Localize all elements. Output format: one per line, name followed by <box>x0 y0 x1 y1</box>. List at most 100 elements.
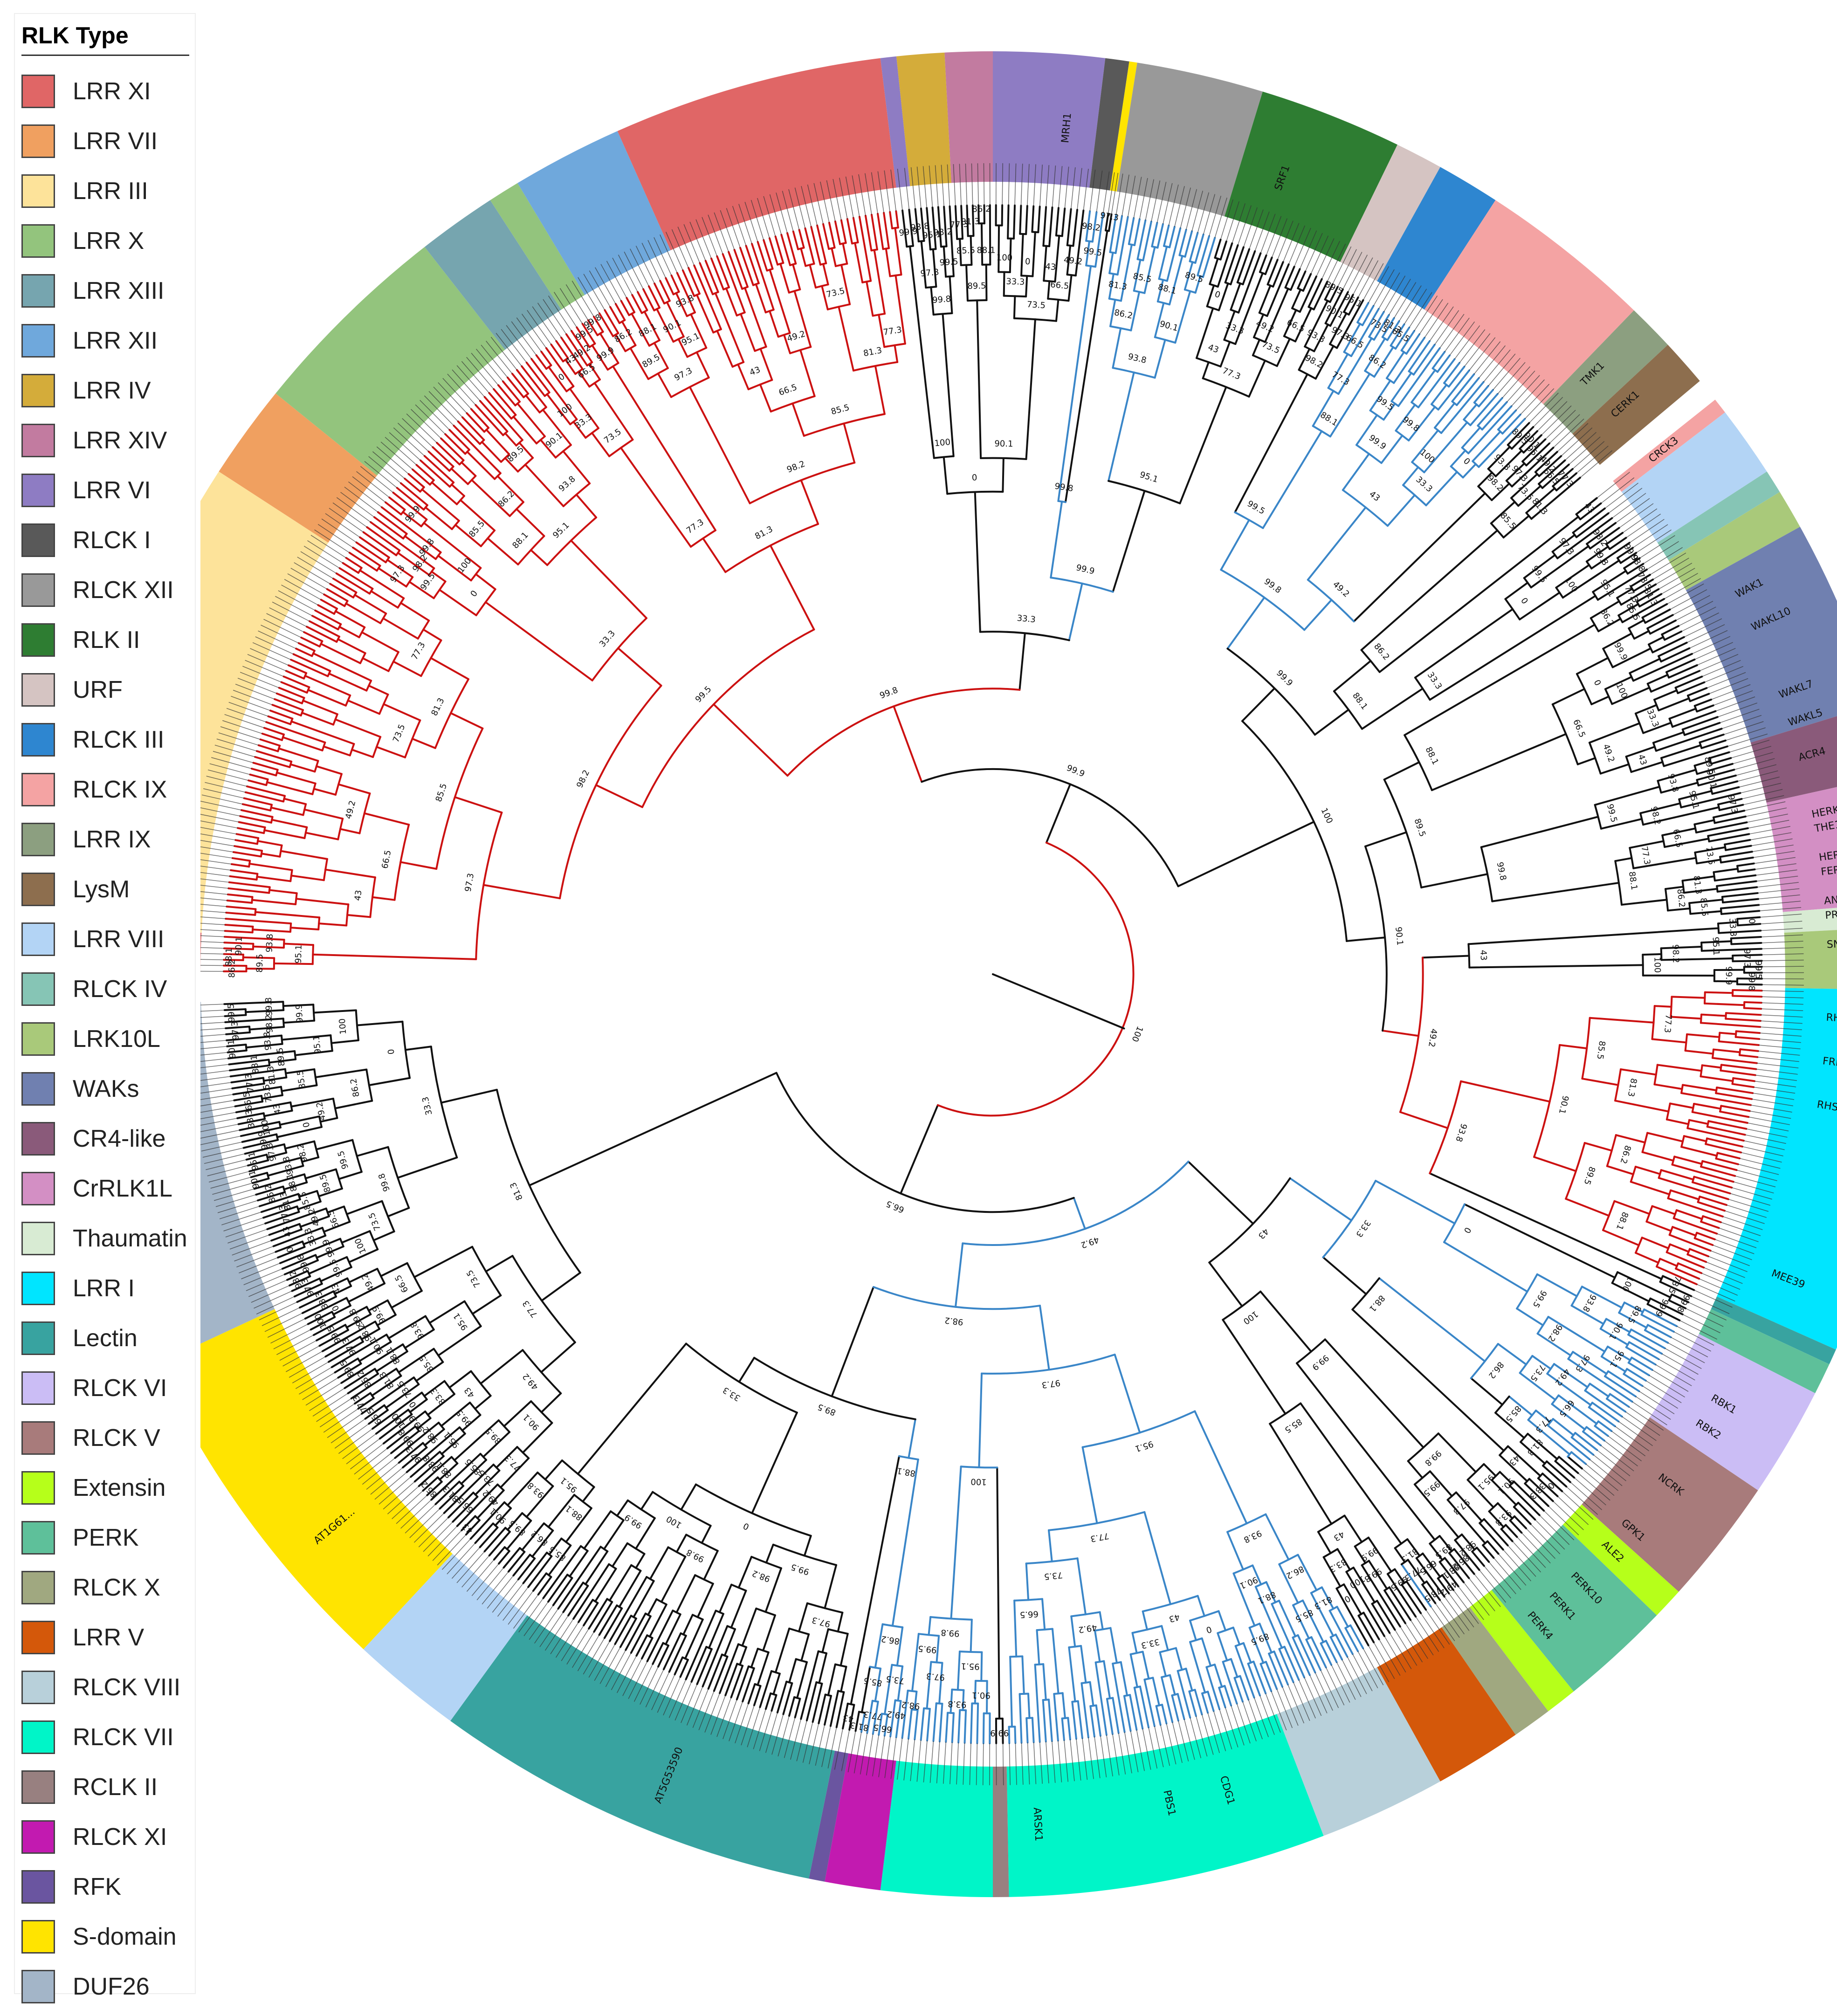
leaf-name-line <box>1622 508 1658 533</box>
branch <box>1653 1083 1683 1090</box>
leaf-name-line <box>1046 1741 1049 1783</box>
leaf-name-line <box>1572 441 1605 469</box>
branch <box>1362 305 1375 326</box>
branch <box>332 578 358 593</box>
branch <box>1479 1522 1504 1551</box>
branch-arc <box>834 262 848 267</box>
branch <box>722 253 746 314</box>
leaf-name-line <box>1248 1699 1263 1740</box>
leaf-name-line <box>236 1252 276 1267</box>
branch-arc <box>434 551 442 560</box>
branch <box>1232 1572 1256 1627</box>
branch <box>1266 263 1290 317</box>
leaf-name-line <box>1604 1440 1638 1466</box>
leaf-name-line <box>834 1728 843 1770</box>
branch-arc <box>1546 1363 1555 1375</box>
ring-segment <box>1116 62 1263 217</box>
branch-arc <box>1516 1273 1538 1310</box>
branch-arc <box>1644 1324 1649 1331</box>
branch-arc <box>826 303 851 310</box>
leaf-name-line <box>356 471 390 498</box>
branch <box>1672 1226 1697 1237</box>
branch <box>629 347 649 380</box>
branch <box>1477 397 1503 427</box>
branch <box>1652 731 1685 744</box>
branch <box>1594 1425 1609 1437</box>
branch <box>1375 1180 1456 1225</box>
leaf-name-line <box>1077 168 1082 210</box>
bootstrap-value: 43 <box>1045 261 1057 272</box>
branch-arc <box>300 1156 304 1167</box>
branch <box>702 537 727 573</box>
branch <box>1431 733 1567 791</box>
branch <box>245 1154 268 1161</box>
branch-arc <box>1681 880 1685 894</box>
bootstrap-value: 33.3 <box>1006 277 1025 287</box>
branch <box>1047 1699 1053 1742</box>
branch <box>411 737 436 749</box>
leaf-name-line <box>555 1622 579 1658</box>
branch <box>619 1617 637 1648</box>
branch <box>1488 1510 1505 1528</box>
branch <box>1355 414 1378 446</box>
branch-arc <box>318 640 323 647</box>
leaf-name-line <box>1309 1675 1328 1713</box>
ring-segment <box>1699 1309 1830 1393</box>
branch-arc <box>1327 387 1340 395</box>
branch <box>440 1432 466 1455</box>
branch-arc <box>1720 1064 1722 1072</box>
branch <box>1581 1078 1619 1086</box>
branch <box>1720 1064 1757 1070</box>
leaf-name-line <box>903 1738 909 1781</box>
branch <box>1025 1562 1030 1601</box>
branch-arc <box>357 1357 362 1365</box>
branch <box>901 1689 909 1739</box>
branch <box>654 282 666 305</box>
bootstrap-value: 81.3 <box>1399 1546 1420 1564</box>
leaf-name-line <box>486 341 513 374</box>
branch <box>1233 1677 1244 1703</box>
leaf-name-line <box>207 769 249 781</box>
branch-arc <box>789 346 812 354</box>
leaf-name-line <box>599 1647 621 1684</box>
branch-arc <box>369 876 376 918</box>
branch <box>1381 317 1395 338</box>
branch <box>1642 953 1663 956</box>
leaf-name-line <box>1676 1326 1714 1346</box>
bootstrap-value: 77.3 <box>1639 846 1652 866</box>
leaf-name-line <box>229 1234 269 1250</box>
branch-arc <box>921 768 1179 888</box>
branch <box>535 354 548 370</box>
leaf-name-line <box>1665 1348 1702 1369</box>
leaf-name-line <box>1180 187 1191 228</box>
branch <box>835 1691 845 1728</box>
branch <box>920 207 925 242</box>
branch <box>1410 369 1436 404</box>
branch-arc <box>870 248 878 252</box>
bootstrap-value: 81.3 <box>1692 875 1704 894</box>
branch-arc <box>515 439 523 447</box>
branch <box>1735 1030 1761 1034</box>
branch <box>1187 1161 1254 1225</box>
branch <box>1643 1308 1678 1328</box>
branch <box>581 323 596 345</box>
branch <box>1519 1372 1556 1401</box>
branch-arc <box>387 1146 410 1209</box>
leaf-name-line <box>1746 1128 1788 1138</box>
branch <box>824 1695 832 1726</box>
bootstrap-value: 43 <box>1478 950 1488 961</box>
leaf-name-line <box>226 708 267 722</box>
branch <box>363 812 410 826</box>
branch <box>292 653 331 672</box>
branch <box>889 1699 896 1738</box>
leaf-name-line <box>340 492 375 518</box>
branch <box>371 1375 402 1397</box>
leaf-name-line <box>1757 1057 1799 1062</box>
leaf-name-line <box>248 1280 288 1297</box>
branch-arc <box>851 241 859 245</box>
bootstrap-value: 66.5 <box>885 1198 906 1215</box>
bootstrap-value: 99.9 <box>1724 966 1734 985</box>
branch-arc <box>543 1522 554 1532</box>
branch <box>1134 218 1141 247</box>
branch <box>228 1064 271 1072</box>
